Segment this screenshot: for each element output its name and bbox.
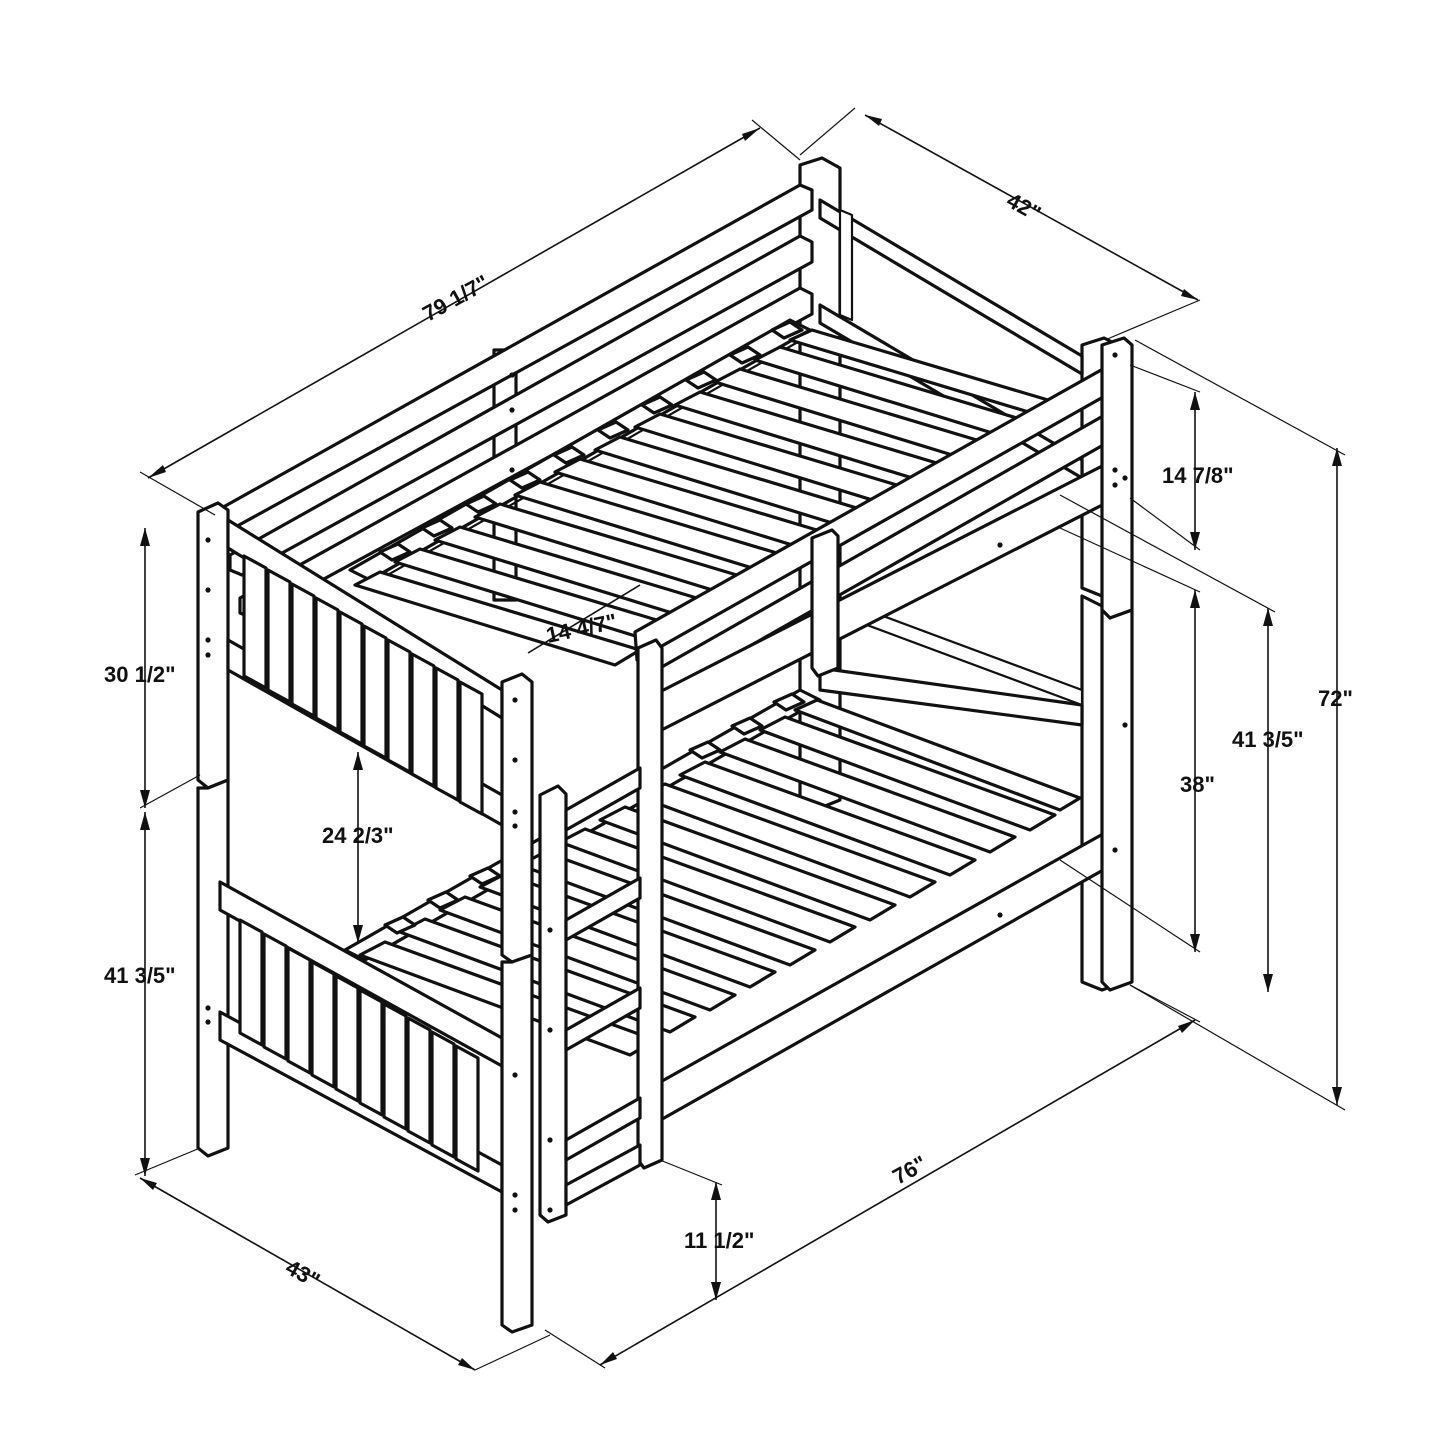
- label-front-width: 43": [282, 1255, 325, 1294]
- right-lower-head-top-rail: [818, 666, 1084, 727]
- right-head-inner-panel: [838, 208, 854, 322]
- label-floor-clearance: 11 1/2": [684, 1228, 754, 1253]
- dim-rail-line: [527, 584, 641, 654]
- back-rail-bottom: [238, 286, 814, 620]
- dim-front-width-line: [139, 1177, 476, 1371]
- back-rail-middle: [228, 234, 814, 577]
- right-head-top-rail: [818, 198, 1084, 376]
- ladder-rung-5: [564, 1143, 642, 1207]
- dimension-lines: [134, 107, 1346, 1371]
- front-center-upper-post: [500, 672, 534, 964]
- ladder-right-rail: [636, 638, 664, 1170]
- lower-headboard-slats: [238, 918, 480, 1173]
- front-left-lower-post: [196, 778, 230, 1158]
- label-guardrail-height: 14 7/8": [1162, 463, 1234, 488]
- label-bed-clearance: 24 2/3": [322, 823, 394, 848]
- dim-length-line: [147, 127, 761, 479]
- bunk-bed-frame: [196, 156, 1134, 1334]
- dim-width-line: [864, 114, 1199, 301]
- label-overall-height: 72": [1318, 686, 1353, 711]
- ladder-rung-1: [564, 766, 642, 832]
- label-upper-bed-height: 38": [1180, 772, 1215, 797]
- front-left-upper-post: [196, 501, 230, 790]
- front-center-lower-post: [500, 953, 534, 1334]
- label-side-post-height: 41 3/5": [1232, 727, 1304, 752]
- ladder-rung-4: [564, 1096, 642, 1162]
- upper-headboard-slats: [242, 554, 484, 816]
- label-lower-post-height: 41 3/5": [104, 963, 176, 988]
- dimension-labels: 79 1/7" 42" 14 7/8" 72" 41 3/5" 38" 30 1…: [104, 188, 1353, 1294]
- upper-slat-tabs: [378, 320, 804, 562]
- label-upper-headboard-height: 30 1/2": [104, 662, 176, 687]
- ladder-rung-2: [564, 876, 642, 942]
- lower-slat-tabs: [383, 692, 806, 935]
- bolt-holes: [205, 352, 1128, 1213]
- label-overall-width: 42": [1003, 188, 1046, 227]
- ladder-rung-3: [564, 986, 642, 1052]
- upper-slats: [353, 328, 1077, 667]
- front-right-lower-post: [1100, 608, 1134, 992]
- label-overall-length: 79 1/7": [418, 270, 493, 327]
- guard-rail-post: [810, 528, 840, 678]
- ladder-left-rail: [538, 784, 568, 1224]
- label-mattress-length: 76": [888, 1151, 931, 1190]
- dim-mattress-line: [599, 1019, 1196, 1366]
